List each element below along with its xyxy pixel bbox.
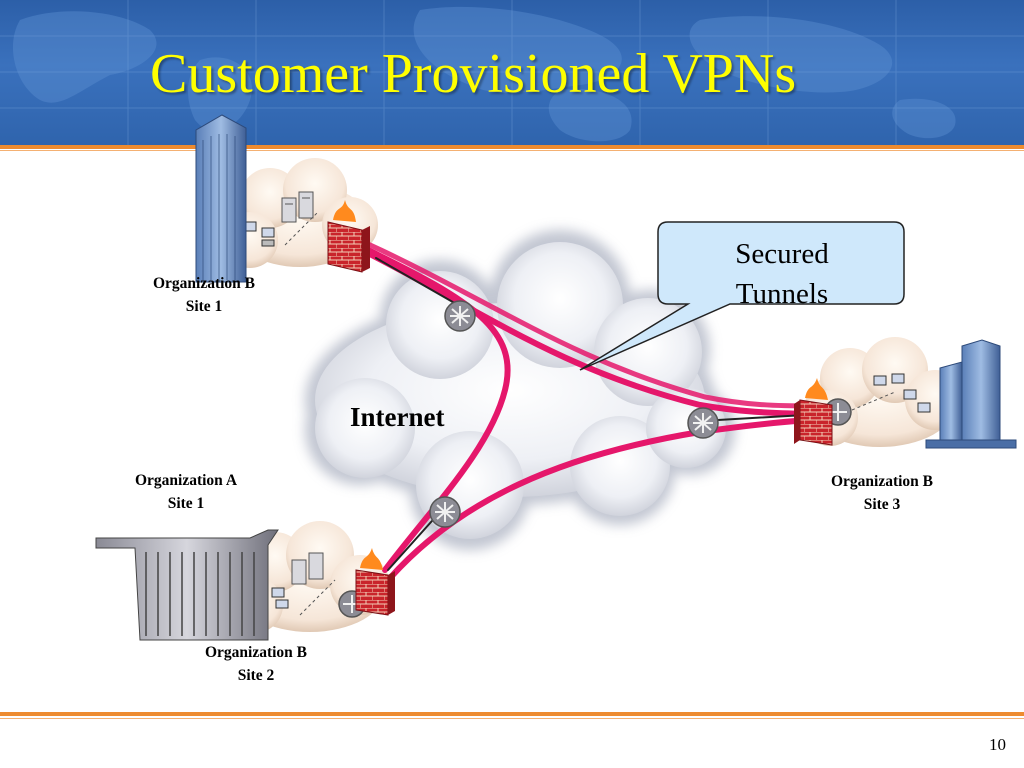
- header-divider-thin: [0, 150, 1024, 151]
- site-org-name: Organization B: [830, 473, 934, 490]
- server-icon: [281, 191, 314, 223]
- office-building-icon: [925, 339, 1017, 449]
- site-label-org-a-site-1: Organization A Site 1: [118, 469, 254, 515]
- office-building-icon: [195, 114, 247, 283]
- site-org-name: Organization A: [134, 472, 238, 489]
- router-icon: [429, 496, 461, 528]
- workstation-icon: [271, 587, 289, 609]
- office-building-icon: [95, 529, 279, 641]
- callout-line-1: Secured: [735, 238, 829, 270]
- server-icon: [291, 552, 324, 585]
- site-name: Site 3: [863, 496, 901, 513]
- slide-title: Customer Provisioned VPNs: [150, 43, 797, 105]
- site-org-name: Organization B: [152, 275, 256, 292]
- site-label-org-b-site-2: Organization B Site 2: [188, 641, 324, 687]
- router-icon: [444, 300, 476, 332]
- footer-divider: [0, 712, 1024, 716]
- site-org-name: Organization B: [204, 644, 308, 661]
- site-name: Site 1: [185, 298, 223, 315]
- callout-line-2: Tunnels: [735, 278, 829, 310]
- tunnel-b1-b3: [359, 247, 811, 417]
- secured-tunnels-callout: [579, 221, 905, 371]
- footer-divider-thin: [0, 718, 1024, 719]
- site-label-org-b-site-1: Organization B Site 1: [136, 272, 272, 318]
- brick-firewall-icon: [355, 548, 395, 616]
- page-number: 10: [989, 735, 1006, 754]
- router-icon: [687, 407, 719, 439]
- world-map-background: [0, 0, 1024, 145]
- header-divider: [0, 145, 1024, 149]
- callout-text: Secured Tunnels: [662, 234, 902, 314]
- site-name: Site 2: [237, 667, 275, 684]
- internet-label: Internet: [350, 402, 445, 432]
- site-name: Site 1: [167, 495, 205, 512]
- brick-firewall-icon: [794, 378, 833, 446]
- slide-header: Customer Provisioned VPNs: [0, 0, 1024, 145]
- site-label-org-b-site-3: Organization B Site 3: [814, 470, 950, 516]
- tunnel-b1-b3-inner: [365, 241, 815, 409]
- brick-firewall-icon: [327, 200, 370, 273]
- workstation-icon: [873, 373, 931, 413]
